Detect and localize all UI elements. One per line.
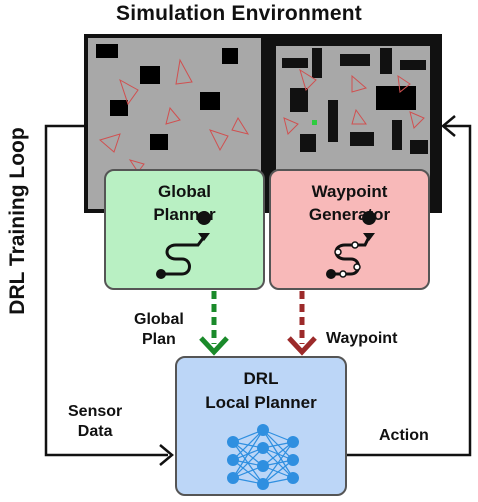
sensor-data-label: Sensor Data	[68, 403, 123, 440]
neural-network-icon	[227, 424, 299, 490]
diagram-title: Simulation Environment	[116, 2, 362, 25]
drl-local-planner-box: DRL Local Planner	[175, 356, 347, 496]
waypoint-arrowhead	[287, 336, 317, 356]
sensor-data-loop-line	[44, 124, 168, 457]
global-plan-label: Global Plan	[134, 311, 184, 348]
sensor-data-arrowhead	[159, 444, 174, 466]
waypoint-path-icon	[326, 211, 377, 279]
global-planner-title-line1: Global	[158, 182, 211, 201]
action-label: Action	[379, 427, 429, 444]
global-plan-arrowhead	[199, 336, 229, 356]
drl-planner-title-line2: Local Planner	[205, 393, 317, 412]
waypoint-generator-box: Waypoint Generator	[269, 169, 430, 290]
waypoint-label: Waypoint	[326, 330, 398, 347]
action-loop-line	[345, 124, 472, 457]
action-arrowhead	[441, 115, 456, 137]
global-planner-box: Global Planner	[104, 169, 265, 290]
path-icon	[156, 211, 212, 279]
drl-planner-title-line1: DRL	[243, 369, 279, 388]
waypoint-generator-title-line1: Waypoint	[311, 182, 388, 201]
